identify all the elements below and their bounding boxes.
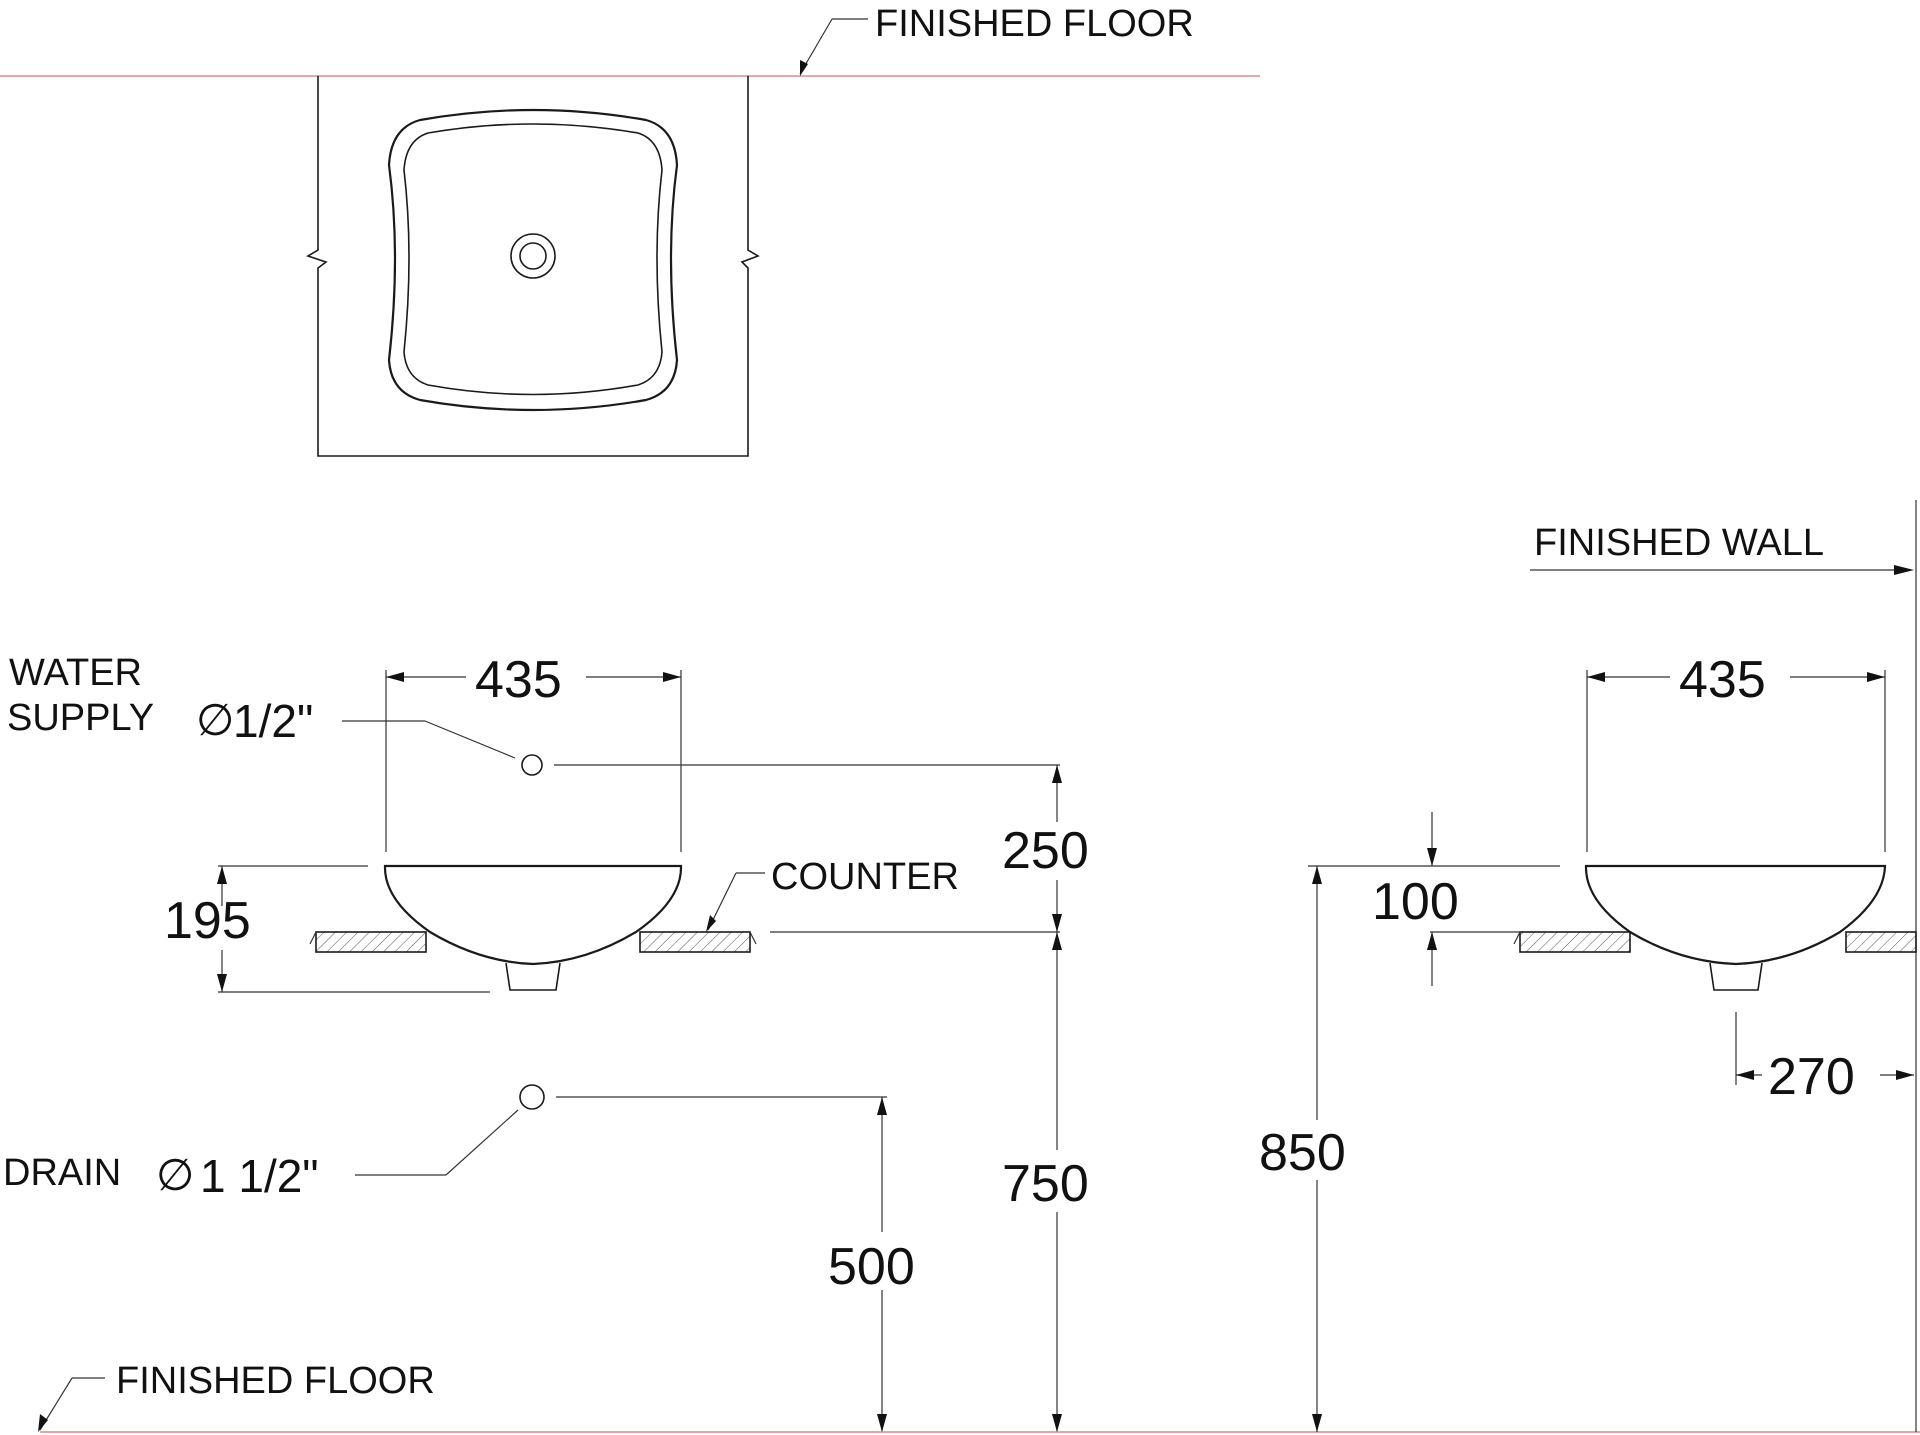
water-supply-label-2: SUPPLY	[7, 697, 154, 739]
plan-view: FINISHED FLOOR	[0, 3, 1260, 457]
counter-height-dimension: 750	[1002, 1155, 1089, 1213]
front-elevation: WATER SUPPLY ∅ 1/2" 435 COUNTER	[3, 651, 1920, 1433]
front-counter-left	[315, 931, 427, 953]
plan-basin-inner	[403, 123, 663, 396]
drain-pipe	[519, 1084, 545, 1110]
drain-size: 1 1/2"	[200, 1150, 319, 1202]
side-counter-right	[1845, 931, 1917, 953]
water-supply-label-1: WATER	[9, 652, 142, 694]
diameter-icon: ∅	[196, 696, 234, 745]
side-basin-profile	[1584, 864, 1887, 966]
finished-floor-bottom-label: FINISHED FLOOR	[116, 1360, 435, 1402]
side-drain-tail	[1709, 962, 1763, 991]
finished-floor-top-leader	[799, 18, 868, 76]
water-supply-size: 1/2"	[233, 695, 313, 747]
drain-height-dimension: 500	[828, 1238, 915, 1296]
front-basin-profile	[383, 864, 683, 966]
counter-label: COUNTER	[771, 856, 959, 898]
plan-counter-outline	[306, 76, 760, 457]
finished-wall-label: FINISHED WALL	[1534, 522, 1824, 564]
basin-height-dimension: 195	[164, 892, 251, 950]
front-drain-tail	[505, 962, 561, 991]
supply-height-dimension: 250	[1002, 822, 1089, 880]
plan-basin-outer	[387, 108, 679, 412]
front-width-dimension: 435	[475, 651, 562, 709]
side-drain-from-wall-dimension: 270	[1768, 1048, 1855, 1106]
side-counter-left	[1519, 931, 1631, 953]
drain-diameter-icon: ∅	[156, 1151, 194, 1200]
side-basin-above-counter-dimension: 100	[1372, 873, 1459, 931]
drain-label: DRAIN	[3, 1152, 121, 1194]
finished-floor-top-label: FINISHED FLOOR	[875, 3, 1194, 45]
side-counter-height-dimension: 850	[1259, 1124, 1346, 1182]
side-elevation: FINISHED WALL 435 100 850	[1259, 500, 1917, 1432]
side-width-dimension: 435	[1679, 651, 1766, 709]
water-supply-pipe	[521, 754, 543, 776]
plan-drain-inner	[519, 242, 547, 270]
front-counter-right	[639, 931, 751, 953]
plan-drain-outer	[510, 233, 556, 279]
